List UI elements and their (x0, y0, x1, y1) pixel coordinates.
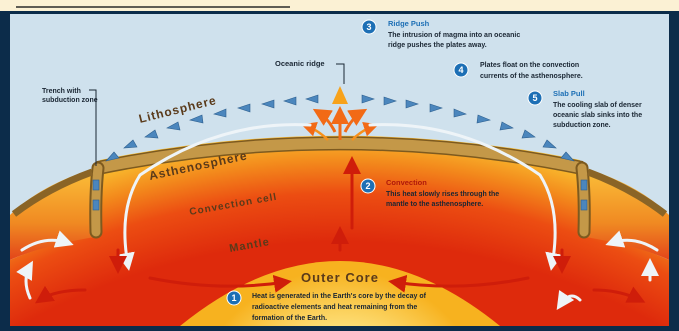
step-4-number: 4 (458, 65, 463, 75)
step-4-line-1: Plates float on the convection (480, 62, 579, 69)
step-3-line-2: ridge pushes the plates away. (388, 42, 487, 49)
step-2-line-2: mantle to the asthenosphere. (386, 201, 483, 208)
slab-arrow-right-1 (581, 180, 587, 190)
step-1-line-2: radioactive elements and heat remaining … (252, 304, 417, 311)
step-3-line-1: The intrusion of magma into an oceanic (388, 32, 520, 39)
step-5-line-2: oceanic slab sinks into the (553, 112, 642, 119)
step-3-title: Ridge Push (388, 19, 430, 28)
step-5-line-3: subduction zone. (553, 122, 611, 129)
step-5-number: 5 (532, 93, 537, 103)
trench-label-line1: Trench with (42, 88, 81, 95)
step-2-line-1: This heat slowly rises through the (386, 191, 499, 198)
step-3-number: 3 (366, 22, 371, 32)
slab-arrow-right-2 (581, 200, 587, 210)
slab-arrow-left-2 (93, 200, 99, 210)
oceanic-ridge-label: Oceanic ridge (275, 59, 325, 68)
step-1-line-3: formation of the Earth. (252, 315, 327, 322)
step-1-line-1: Heat is generated in the Earth's core by… (252, 293, 427, 300)
top-strip (0, 0, 679, 11)
step-4-line-2: currents of the asthenosphere. (480, 73, 583, 80)
slab-arrow-left-1 (93, 180, 99, 190)
trench-label-line2: subduction zone (42, 97, 98, 104)
step-2-number: 2 (365, 181, 370, 191)
step-2-title: Convection (386, 178, 427, 187)
step-5-line-1: The cooling slab of denser (553, 102, 642, 109)
step-5-title: Slab Pull (553, 89, 585, 98)
step-1-number: 1 (231, 293, 236, 303)
outer-core-label: Outer Core (301, 270, 379, 285)
